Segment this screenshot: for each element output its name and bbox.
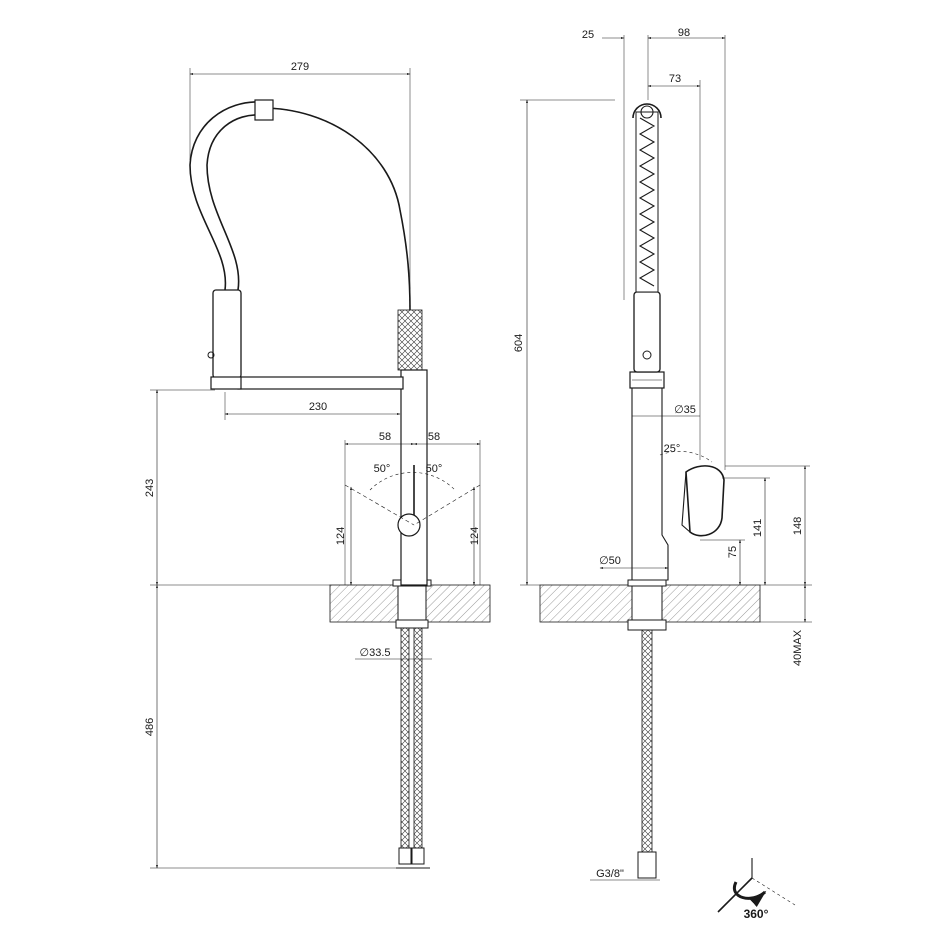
front-spring-coil	[261, 107, 411, 311]
side-body	[631, 387, 669, 581]
rotation-arrow-icon	[732, 881, 767, 907]
dim-lever-right-height: 124	[469, 527, 481, 545]
front-spout-arm	[237, 376, 404, 390]
side-view: 25 98 73 604 ∅35 25° ∅50 75 141 148 40MA…	[513, 27, 812, 881]
dim-lever-right-offset: 58	[428, 431, 440, 443]
dim-lever-top-height: 148	[792, 517, 804, 535]
dim-lever-left-offset: 58	[379, 431, 391, 443]
dim-lever-low-height: 75	[727, 546, 739, 558]
side-hose	[641, 629, 653, 856]
dim-top-offset: 25	[582, 29, 594, 41]
dim-lever-left-angle: 50°	[374, 463, 391, 475]
front-spring-sleeve	[397, 309, 423, 371]
dim-shank-diameter: ∅33.5	[360, 647, 391, 659]
front-view: 279 230 58 58 50° 50° 124 124 243 486 ∅3…	[144, 61, 491, 869]
side-lever	[685, 465, 725, 537]
dim-lever-left-height: 124	[335, 527, 347, 545]
dim-lever-right-angle: 50°	[426, 463, 443, 475]
dim-body-diameter: ∅35	[674, 404, 696, 416]
dim-total-height: 604	[513, 334, 525, 352]
dim-hose-length: 486	[144, 718, 156, 736]
dim-spray-depth: 73	[669, 73, 681, 85]
rotation-symbol: 360°	[717, 858, 796, 921]
front-hose-right	[413, 627, 423, 854]
front-hose-loop	[189, 101, 263, 291]
dim-top-depth: 98	[678, 27, 690, 39]
dim-connection: G3/8"	[596, 868, 624, 880]
dim-lever-mid-height: 141	[752, 519, 764, 537]
front-hose-left	[400, 627, 410, 854]
dim-deck-thickness: 40MAX	[792, 629, 804, 666]
dim-spout-reach: 230	[309, 401, 327, 413]
dim-front-width: 279	[291, 61, 309, 73]
rotation-label: 360°	[744, 907, 769, 921]
dim-spout-height: 243	[144, 479, 156, 497]
dim-base-diameter: ∅50	[599, 555, 621, 567]
side-spray-head	[633, 291, 661, 373]
front-spray-head	[212, 289, 242, 379]
dim-lever-angle: 25°	[664, 443, 681, 455]
side-top-bend	[632, 103, 662, 119]
